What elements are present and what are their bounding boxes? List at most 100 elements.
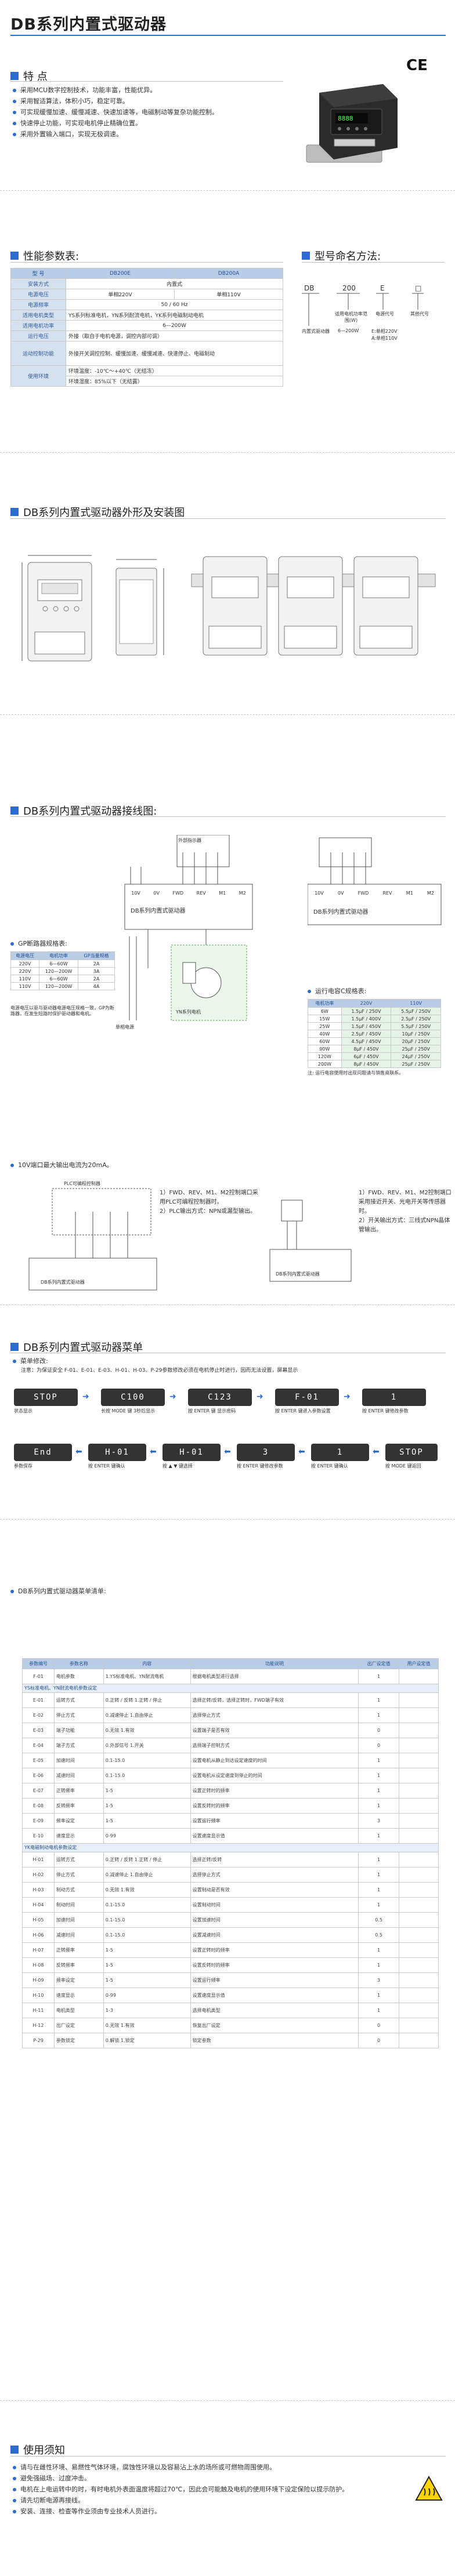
params-heading: DB系列内置式驱动器菜单清单: (10, 1586, 106, 1597)
table-cell: 设置反转时的频率 (190, 1957, 359, 1973)
table-cell: 0.无效 1.有效 (103, 2018, 191, 2033)
table-row: 型 号 DB200E DB200A (10, 268, 284, 279)
table-cell: H-01 (22, 1852, 55, 1867)
table-cell: 1 (358, 1753, 400, 1768)
table-cell: 3 (358, 1813, 400, 1829)
table-cell: 20μF / 250V (391, 1037, 441, 1045)
table-cell: 25μF / 250V (391, 1045, 441, 1053)
table-header: 电机功率 (38, 951, 79, 960)
table-cell: 1-5 (103, 1957, 191, 1973)
table-cell (399, 1738, 439, 1753)
table-cell (399, 1783, 439, 1799)
table-cell: 运转方式 (53, 1852, 104, 1867)
table-cell: 速度显示 (53, 1828, 104, 1844)
gp-table-title: GP断路器规格表: (10, 938, 121, 949)
section-mark (10, 508, 19, 516)
arrow-left-icon: ⬅ (298, 1447, 305, 1456)
table-cell (399, 1852, 439, 1867)
note-text: 安装、连接、检查等作业须由专业技术人员进行。 (20, 2508, 161, 2515)
arrow-left-icon: ⬅ (75, 1447, 82, 1456)
product-image: 8888 (296, 81, 409, 168)
table-cell: 60W (308, 1037, 342, 1045)
bullet-icon (13, 99, 16, 103)
table-group-row: YK电磁制动电机参数设定 (22, 1843, 439, 1852)
power-label: 单相电源 (115, 1024, 134, 1030)
note-text: 电机在上电运转中的时，有时电机外表面温度将超过70℃，因此会可能触及电机的使用环… (20, 2486, 349, 2493)
table-cell: 反转频率 (53, 1798, 104, 1814)
table-cell: 速度显示 (53, 1988, 104, 2003)
dimension-drawing (17, 545, 447, 696)
table-cell: 1 (358, 1882, 400, 1898)
menu-flow-1: STOP C100 C123 F-01 1 ➜ ➜ ➜ ➜ 状态显示 长按 MO… (14, 1389, 449, 1429)
table-row: 电源电压 电机功率 GP当量规格 (10, 951, 115, 960)
table-cell: 停止方式 (53, 1867, 104, 1883)
table-cell: 0.1-15.0 (103, 1753, 191, 1768)
inputs-note-row: 10V端口最大输出电流为20mA。 (10, 1160, 113, 1171)
spec-cell: 外接（取自于电机电源，调控内部可调） (66, 330, 283, 341)
step-caption: 按 ENTER 键确认 (88, 1463, 125, 1469)
table-cell: 1.5μF / 400V (341, 1015, 392, 1023)
bullet-icon (13, 88, 16, 92)
table-cell: 设置减速时间 (190, 1927, 359, 1943)
table-cell: 200W (308, 1060, 342, 1068)
section-mark (302, 252, 310, 260)
terminal-label: M2 (239, 891, 246, 896)
table-cell (399, 1867, 439, 1883)
model-label: 适用电机功率范围(W) (335, 311, 367, 323)
spec-label: 适用电机类型 (10, 310, 66, 321)
sensor-description: 1）FWD、REV、M1、M2控制端口采用接近开关、光电开关等传感器时。 2）开… (359, 1189, 452, 1235)
list-item: 可实现缓慢加速、缓慢减速、快速加速等，电磁制动等复杂功能控制。 (13, 107, 286, 118)
table-cell: 1 (358, 1957, 400, 1973)
table-cell: 1 (358, 1852, 400, 1867)
model-code: □ (415, 284, 422, 292)
spec-cell: 环境温度：-10℃～+40℃（无结冻） (66, 365, 283, 376)
table-cell: 1-5 (103, 1798, 191, 1814)
table-cell: 0.无效 1.有效 (103, 1723, 191, 1738)
model-value: E:单相220V (371, 329, 398, 334)
table-cell: 端子方式 (53, 1738, 104, 1753)
table-cell: 正转频率 (53, 1942, 104, 1958)
table-cell: 运转方式 (53, 1692, 104, 1708)
table-group-row: YS标准电机、YN耐流电机参数设定 (22, 1684, 439, 1693)
table-header: 110V (391, 999, 441, 1008)
section-mark (10, 2446, 19, 2454)
svg-text:8888: 8888 (338, 115, 353, 122)
features-rule (10, 81, 283, 82)
table-cell: 1-5 (103, 1813, 191, 1829)
table-cell: P-29 (22, 2033, 55, 2048)
section-mark (10, 806, 19, 815)
gp-note: 电源电压以驱与驱动器电源电压规格一致，GP为断路器，在发生短路时保护驱动器和电机… (10, 1005, 115, 1016)
spec-cell: 50 / 60 Hz (66, 299, 283, 310)
list-item: 安装、连接、检查等作业须由专业技术人员进行。 (13, 2506, 396, 2517)
table-cell: 电机参数 (53, 1669, 104, 1684)
wiring-rule (10, 816, 446, 817)
table-cell: 110V (10, 975, 39, 983)
dims-heading-text: DB系列内置式驱动器外形及安装图 (23, 507, 185, 519)
spec-cell: 单相110V (174, 289, 284, 300)
step-caption: 按 ENTER 键修改参数 (362, 1408, 409, 1414)
group-label: YS标准电机、YN耐流电机参数设定 (22, 1684, 439, 1693)
features-heading: 特 点 (10, 68, 48, 83)
table-cell: 0-99 (103, 1988, 191, 2003)
table-cell: 90W (308, 1045, 342, 1053)
table-cell: 0-99 (103, 1828, 191, 1844)
table-row: 环境湿度：85%以下（无结露） (11, 376, 283, 387)
section-divider (0, 2400, 455, 2401)
table-header-row: 参数编号 参数名称 内容 功能说明 出厂设定值 用户设定值 (22, 1658, 439, 1669)
table-cell: H-12 (22, 2018, 55, 2033)
table-cell: 220V (10, 960, 39, 968)
